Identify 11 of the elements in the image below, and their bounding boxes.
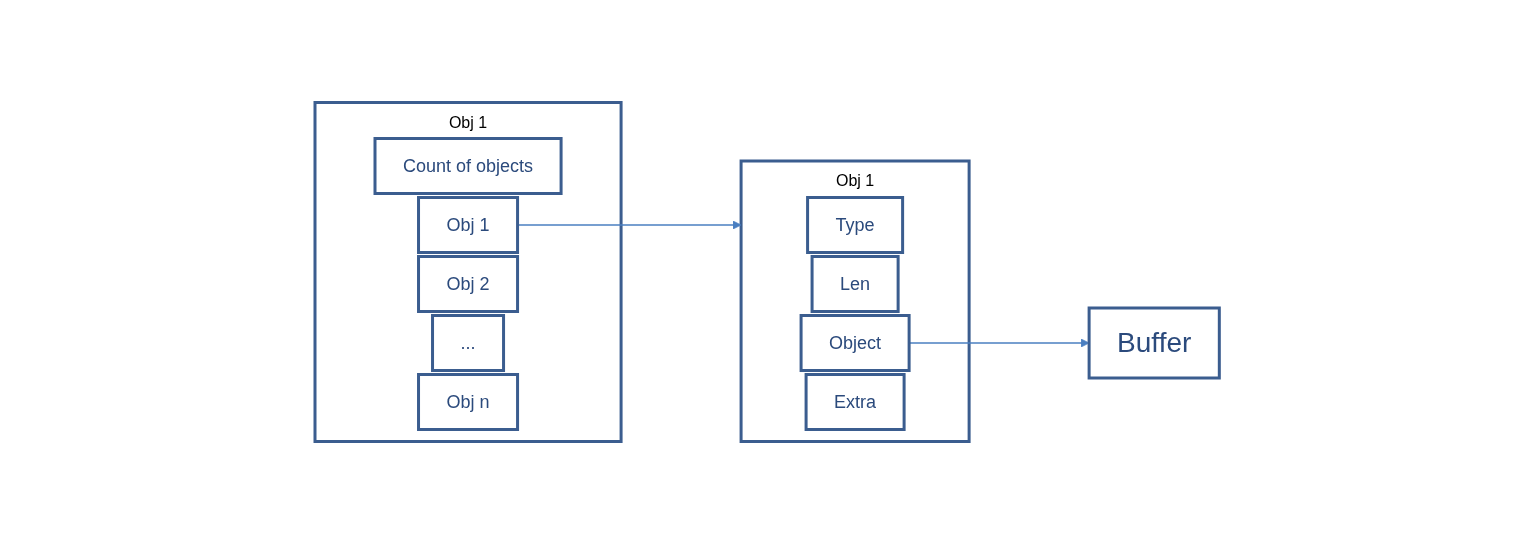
node-box: Type (806, 196, 905, 254)
node-box: ... (431, 314, 506, 372)
node-box: Len (810, 255, 900, 313)
node-box: Buffer (1087, 306, 1222, 380)
arrow (517, 220, 742, 230)
node-box: Obj n (417, 373, 520, 431)
node-box: Count of objects (373, 137, 563, 195)
node-box: Extra (804, 373, 906, 431)
node-box: Obj 1 (417, 196, 520, 254)
node-box: Obj 2 (417, 255, 520, 313)
node-box: Object (799, 314, 911, 372)
